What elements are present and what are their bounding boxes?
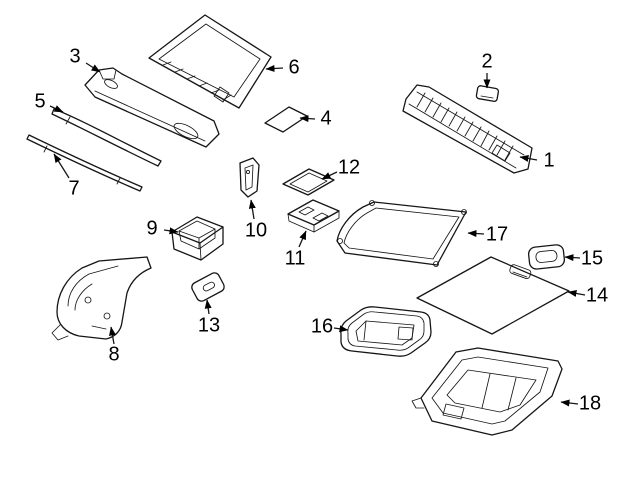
callout-arrow-17 — [467, 230, 485, 238]
callout-arrow-3 — [85, 62, 101, 73]
part-3-package-tray-trim — [84, 67, 220, 148]
callout-arrow-16 — [333, 325, 349, 333]
callout-arrow-1 — [519, 155, 538, 162]
part-11-tray — [287, 199, 340, 233]
callout-arrow-8 — [109, 326, 116, 345]
part-7-molding-strip — [26, 134, 143, 192]
callout-arrow-6 — [265, 65, 284, 72]
part-15-handle-cover — [527, 244, 566, 270]
callout-arrow-10 — [248, 199, 256, 220]
part-6-trim-panel — [148, 14, 272, 109]
part-8-side-trim-panel — [51, 256, 152, 341]
callout-arrow-18 — [560, 399, 579, 407]
callout-arrow-11 — [298, 230, 307, 248]
callout-arrow-4 — [299, 115, 316, 123]
callout-arrow-7 — [53, 153, 70, 179]
part-10-bracket — [239, 157, 260, 198]
part-9-pocket — [171, 216, 224, 261]
part-4-pad — [264, 106, 308, 133]
callout-arrow-5 — [49, 105, 64, 113]
part-13-plate — [191, 272, 225, 302]
callout-arrow-14 — [567, 290, 586, 297]
part-12-lid — [282, 168, 335, 196]
callout-arrow-layer — [49, 62, 586, 407]
part-5-molding-strip — [51, 108, 162, 167]
callout-arrow-9 — [163, 227, 179, 235]
callout-arrow-12 — [321, 171, 338, 180]
callout-arrow-15 — [564, 254, 581, 262]
part-1-sill-scuff-plate — [402, 84, 533, 174]
part-18-floor-compartment — [411, 347, 563, 436]
part-16-storage-tray — [340, 306, 432, 357]
callout-arrow-13 — [204, 299, 212, 315]
part-17-cargo-net — [336, 200, 467, 267]
